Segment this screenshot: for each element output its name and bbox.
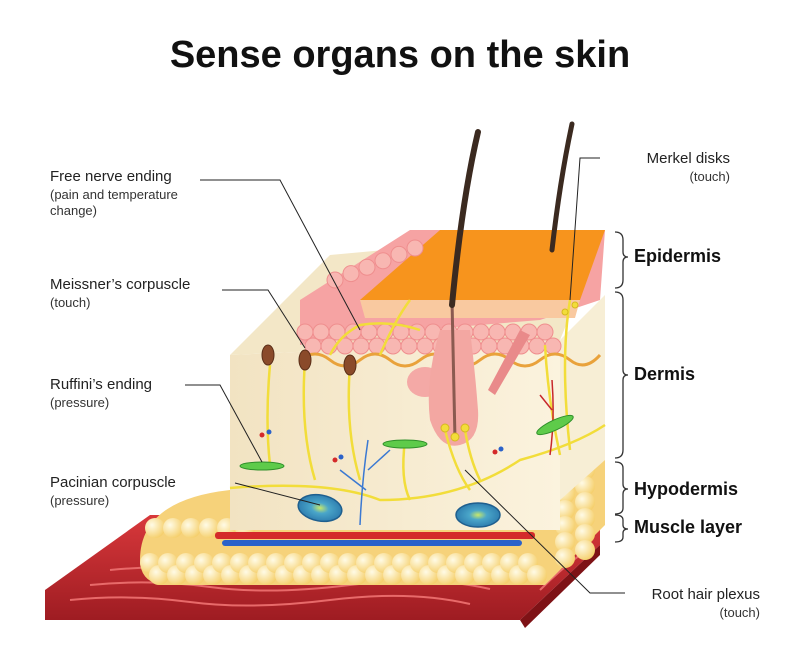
label-desc: (touch) xyxy=(689,168,730,184)
label-name: Ruffini’s ending xyxy=(50,376,153,393)
leader-lines xyxy=(185,157,625,594)
epidermis-cell xyxy=(374,252,392,270)
epidermis-cell xyxy=(360,323,378,341)
epidermis-cell xyxy=(390,245,408,263)
label-name: Root hair plexus xyxy=(651,586,760,603)
label-name: Merkel disks xyxy=(646,150,730,167)
label-desc: (pressure) xyxy=(50,492,110,508)
fat-cell xyxy=(163,518,183,538)
layer-label-dermis: Dermis xyxy=(634,364,696,384)
epidermis-cell xyxy=(480,337,498,355)
label-root-hair-plexus: Root hair plexus (touch) xyxy=(600,586,760,621)
epidermis-cell xyxy=(488,323,506,341)
fat-cell xyxy=(527,565,547,585)
epidermis-cell xyxy=(326,271,344,289)
layer-label-hypodermis: Hypodermis xyxy=(634,479,739,499)
epidermis-cell xyxy=(400,337,418,355)
epidermis-cell xyxy=(472,323,490,341)
epidermis-cell xyxy=(406,239,424,257)
label-desc: change) xyxy=(50,203,97,218)
label-free-nerve-ending: Free nerve ending (pain and temperature … xyxy=(50,168,178,219)
diagram-title: Sense organs on the skin xyxy=(169,34,631,76)
label-name: Free nerve ending xyxy=(50,168,172,185)
epidermis-cell xyxy=(416,337,434,355)
fat-cell xyxy=(181,518,201,538)
label-ruffini-ending: Ruffini’s ending (pressure) xyxy=(50,376,152,411)
label-pacinian-corpuscle: Pacinian corpuscle (pressure) xyxy=(50,474,176,509)
pacinian-corpuscles xyxy=(297,493,501,528)
epidermis-cell xyxy=(352,337,370,355)
label-desc: (touch) xyxy=(719,604,760,620)
fat-cell xyxy=(199,518,219,538)
blood-vessels xyxy=(215,532,535,546)
epidermis-cell xyxy=(296,323,314,341)
fat-cell xyxy=(575,508,595,528)
capillaries xyxy=(339,379,554,526)
nerve-end-dots xyxy=(440,301,579,442)
fat-cell xyxy=(575,492,595,512)
fat-cell xyxy=(575,540,595,560)
epidermis-cell xyxy=(312,323,330,341)
label-desc: (pressure) xyxy=(50,394,110,410)
epidermis-cell xyxy=(528,337,546,355)
fat-cell xyxy=(555,548,575,568)
label-name: Pacinian corpuscle xyxy=(50,474,176,491)
nerve-fibers xyxy=(229,299,606,502)
meissner-corpuscles xyxy=(261,344,357,376)
blood-cells xyxy=(259,429,504,463)
label-name: Meissner’s corpuscle xyxy=(50,276,191,293)
fat-cell xyxy=(575,524,595,544)
epidermis-cell xyxy=(544,337,562,355)
epidermis-cell xyxy=(358,258,376,276)
epidermis-cell xyxy=(536,323,554,341)
hair-follicle xyxy=(407,299,530,446)
fat-cell xyxy=(145,518,165,538)
layer-brackets xyxy=(614,231,629,543)
hairs xyxy=(449,121,575,308)
label-merkel-disks: Merkel disks (touch) xyxy=(600,150,730,185)
layer-label-muscle: Muscle layer xyxy=(634,517,743,537)
label-meissner-corpuscle: Meissner’s corpuscle (touch) xyxy=(50,276,190,311)
fat-cell xyxy=(555,532,575,552)
ruffini-endings xyxy=(239,414,574,471)
label-desc: (touch) xyxy=(50,294,91,310)
epidermis-cell xyxy=(342,265,360,283)
layer-label-epidermis: Epidermis xyxy=(634,246,722,266)
label-desc: (pain and temperature xyxy=(50,186,178,202)
